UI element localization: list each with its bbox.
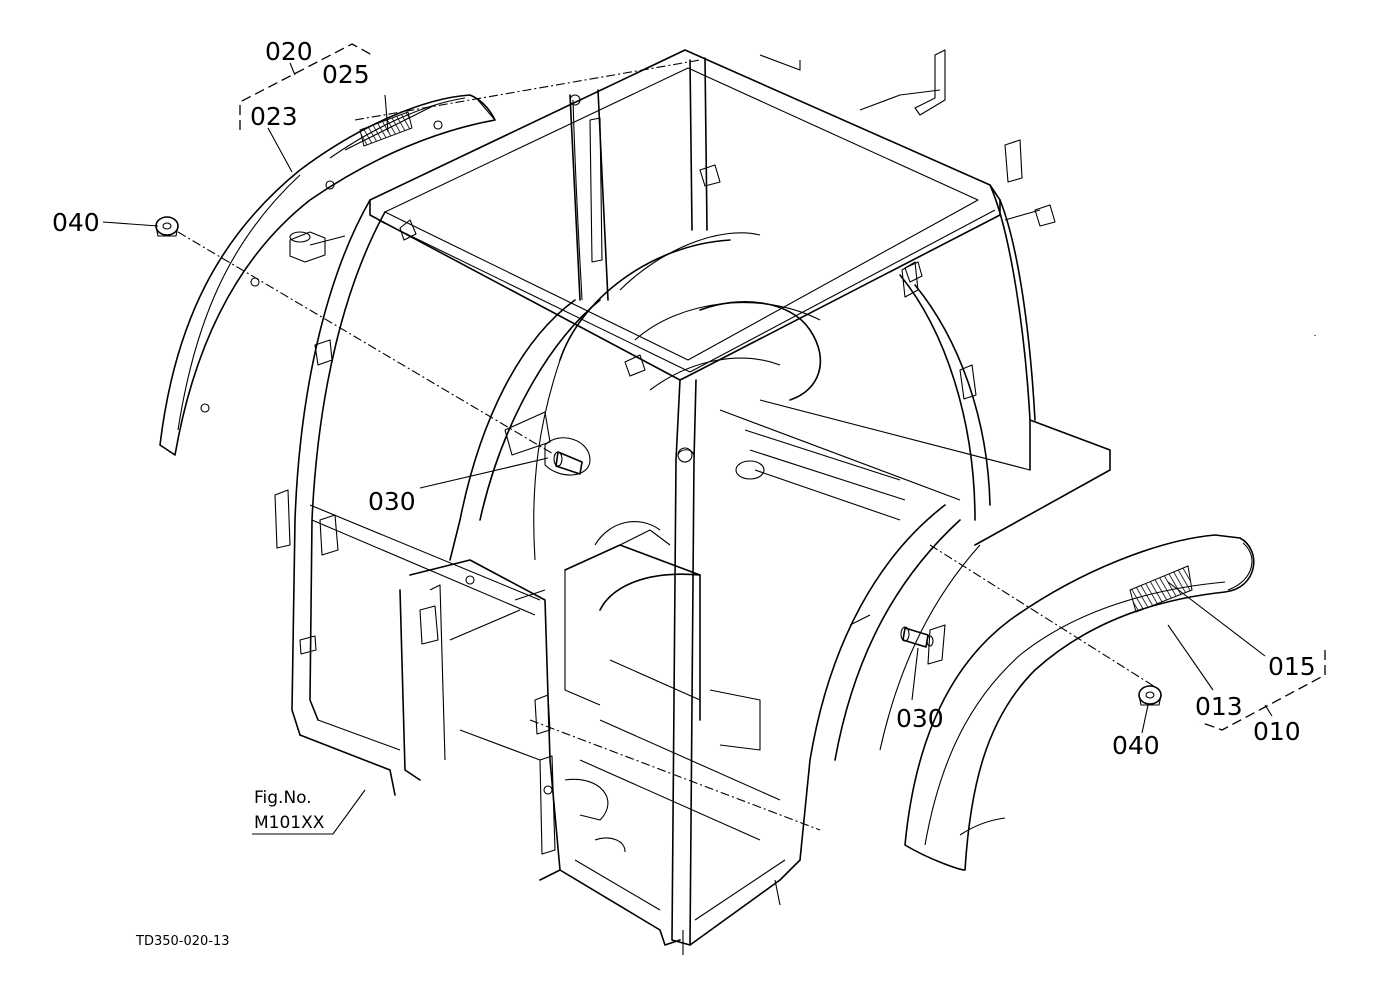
callout-015: 015 <box>1268 652 1316 681</box>
left-fender-decal <box>359 111 413 147</box>
callout-013: 013 <box>1195 692 1243 721</box>
callout-020: 020 <box>265 37 313 66</box>
callout-025: 025 <box>322 60 370 89</box>
group-bracket-020 <box>239 43 373 130</box>
callout-040-right: 040 <box>1112 731 1160 760</box>
assembly-lines <box>177 59 1161 691</box>
figure-reference-prefix: Fig.No. <box>254 788 312 808</box>
left-fender-assembly <box>159 94 496 456</box>
callout-030-left: 030 <box>368 487 416 516</box>
drawing-id: TD350-020-13 <box>135 934 230 949</box>
bolt-030-right <box>900 626 934 648</box>
bolt-030-left <box>544 437 591 476</box>
leader-lines <box>102 94 1316 835</box>
bolt-040-left <box>155 216 179 237</box>
right-fender-decal <box>1129 565 1193 613</box>
left-fender-outer <box>159 94 496 456</box>
figure-reference-number: M101XX <box>254 813 325 833</box>
bolt-040-right <box>1138 685 1162 706</box>
bracket-020-tick <box>289 62 296 76</box>
bracket-010-tick <box>1264 704 1273 717</box>
callout-040-left: 040 <box>52 208 100 237</box>
group-bracket-010 <box>1199 650 1326 731</box>
cab-frame <box>274 49 1111 955</box>
right-fender-outer <box>904 534 1255 871</box>
right-fender-assembly <box>904 534 1255 871</box>
callout-030-right: 030 <box>896 704 944 733</box>
callout-010: 010 <box>1253 717 1301 746</box>
callout-023: 023 <box>250 102 298 131</box>
